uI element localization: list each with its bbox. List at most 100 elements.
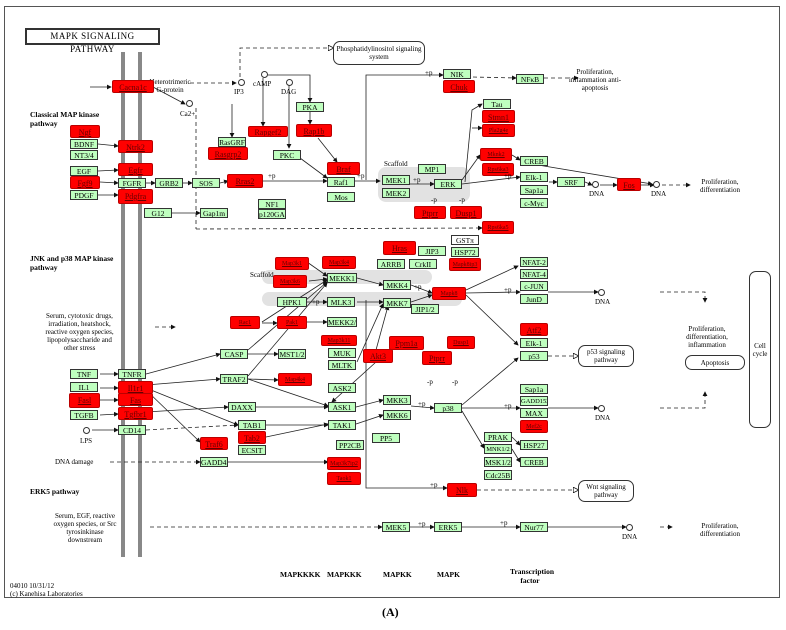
node-traf2[interactable]: TRAF2 [220, 374, 248, 384]
node-g12[interactable]: G12 [144, 208, 172, 218]
node-ask2[interactable]: ASK2 [328, 383, 356, 393]
node-egfr[interactable]: Egfr [118, 163, 153, 176]
node-erk[interactable]: ERK [434, 179, 462, 189]
node-fgfr[interactable]: FGFR [118, 178, 146, 188]
apoptosis-pathway-link[interactable]: Apoptosis [685, 355, 745, 370]
node-chuk[interactable]: Chuk [443, 80, 475, 93]
node-gadd153[interactable]: GADD153 [520, 396, 548, 406]
node-cacna1c[interactable]: Cacna1c [112, 80, 154, 93]
node-jip12[interactable]: JIP1/2 [411, 304, 439, 314]
node-dusp1-p38[interactable]: Dusp1 [447, 336, 475, 349]
node-pp5[interactable]: PP5 [372, 433, 400, 443]
node-ppm1a[interactable]: Ppm1a [389, 336, 424, 350]
node-mnk12[interactable]: MNK1/2 [484, 444, 512, 454]
node-p53[interactable]: p53 [520, 351, 548, 361]
node-elk1-jnk[interactable]: Elk-1 [520, 338, 548, 348]
node-mapk8[interactable]: Mapk8 [432, 287, 466, 300]
node-gadd45[interactable]: GADD45 [200, 457, 228, 467]
node-elk1[interactable]: Elk-1 [520, 172, 548, 182]
node-cdc25b[interactable]: Cdc25B [484, 470, 512, 480]
node-hpk1[interactable]: HPK1 [277, 297, 307, 307]
node-nik[interactable]: NIK [443, 69, 471, 79]
node-casp[interactable]: CASP [220, 349, 248, 359]
node-mekk23[interactable]: MEKK2/3 [327, 317, 357, 327]
node-raf1[interactable]: Raf1 [327, 177, 355, 187]
node-braf[interactable]: Braf [327, 162, 360, 175]
node-jip3[interactable]: JIP3 [418, 246, 446, 256]
phosphatidylinositol-pathway-link[interactable]: Phosphatidylinositol signaling system [333, 41, 425, 65]
node-mek1[interactable]: MEK1 [382, 175, 410, 185]
node-rasgrp2[interactable]: Rasgrp2 [208, 147, 248, 160]
node-creb[interactable]: CREB [520, 156, 548, 166]
node-nt34[interactable]: NT3/4 [70, 150, 98, 160]
node-mkk4[interactable]: MKK4 [383, 280, 411, 290]
wnt-pathway-link[interactable]: Wnt signaling pathway [578, 480, 634, 502]
node-dusp1[interactable]: Dusp1 [450, 206, 482, 219]
node-ask1[interactable]: ASK1 [328, 402, 356, 412]
node-map3k7ip2[interactable]: Map3k7ip2 [327, 457, 361, 470]
node-traf6[interactable]: Traf6 [200, 437, 228, 450]
node-grb2[interactable]: GRB2 [155, 178, 183, 188]
cell-cycle-pathway-link[interactable]: Cell cycle [749, 271, 771, 428]
node-nlk[interactable]: Nlk [447, 483, 477, 497]
node-tnf[interactable]: TNF [70, 369, 98, 379]
node-crkii[interactable]: CrkII [409, 259, 437, 269]
node-creb-p38[interactable]: CREB [520, 457, 548, 467]
node-cjun[interactable]: c-JUN [520, 281, 548, 291]
node-rapgef2[interactable]: Rapgef2 [248, 126, 288, 137]
p53-pathway-link[interactable]: p53 signaling pathway [578, 345, 634, 367]
node-p120gap[interactable]: p120GAP [258, 209, 286, 219]
node-mltk[interactable]: MLTK [328, 360, 356, 370]
node-tgfbr1[interactable]: Tgfbr1 [118, 407, 153, 420]
node-akt3[interactable]: Akt3 [363, 349, 393, 363]
node-ntrk2[interactable]: Ntrk2 [118, 140, 153, 153]
node-fasl[interactable]: Fasl [69, 393, 100, 408]
node-sap1a-p38[interactable]: Sap1a [520, 384, 548, 394]
node-taok1[interactable]: Taok1 [327, 472, 361, 485]
node-ptprr-p38[interactable]: Ptprr [422, 351, 452, 365]
node-p38[interactable]: p38 [434, 403, 462, 413]
node-nur77[interactable]: Nur77 [520, 522, 548, 532]
node-mkk7[interactable]: MKK7 [383, 298, 411, 308]
node-mapk8ip3[interactable]: Mapk8ip3 [449, 258, 481, 271]
node-rap1b[interactable]: Rap1b [296, 124, 332, 137]
node-atf2[interactable]: Atf2 [520, 323, 548, 336]
node-pkc[interactable]: PKC [273, 150, 301, 160]
node-pdgf[interactable]: PDGF [70, 190, 98, 200]
node-rps6ka5[interactable]: Rps6ka5 [482, 221, 514, 234]
node-muk[interactable]: MUK [328, 348, 356, 358]
node-hras[interactable]: Hras [383, 241, 416, 255]
node-map3k4[interactable]: Map3k4 [322, 256, 356, 269]
node-pp2cb[interactable]: PP2CB [336, 440, 364, 450]
node-hsp27[interactable]: HSP27 [520, 440, 548, 450]
node-sos[interactable]: SOS [192, 178, 220, 188]
node-mek5[interactable]: MEK5 [382, 522, 410, 532]
node-tnfr[interactable]: TNFR [118, 369, 146, 379]
node-mknk2[interactable]: Mknk2 [480, 148, 512, 161]
node-tab1[interactable]: TAB1 [238, 420, 266, 430]
node-tak1[interactable]: TAK1 [328, 420, 356, 430]
node-fos[interactable]: Fos [617, 178, 641, 191]
node-mst12[interactable]: MST1/2 [278, 349, 306, 359]
node-map4k4[interactable]: Map4k4 [278, 373, 312, 386]
node-pdgfra[interactable]: Pdgfra [118, 189, 153, 204]
node-bdnf[interactable]: BDNF [70, 139, 98, 149]
node-il1[interactable]: IL1 [70, 382, 98, 392]
node-erk5[interactable]: ERK5 [434, 522, 462, 532]
node-ecsit[interactable]: ECSIT [238, 445, 266, 455]
node-mekk1[interactable]: MEKK1 [327, 273, 357, 283]
node-max[interactable]: MAX [520, 408, 548, 418]
node-daxx[interactable]: DAXX [228, 402, 256, 412]
node-cmyc[interactable]: c-Myc [520, 198, 548, 208]
node-map3k6[interactable]: Map3k6 [273, 275, 307, 288]
node-nfat2[interactable]: NFAT-2 [520, 257, 548, 267]
node-map3k1[interactable]: Map3k1 [275, 257, 309, 270]
node-egf[interactable]: EGF [70, 166, 98, 176]
node-rasgrf[interactable]: RasGRF [218, 137, 246, 147]
node-fas[interactable]: Fas [118, 393, 153, 406]
node-srf[interactable]: SRF [557, 177, 585, 187]
node-hsp72[interactable]: HSP72 [451, 247, 479, 257]
node-cd14[interactable]: CD14 [118, 425, 146, 435]
node-pka[interactable]: PKA [296, 102, 324, 112]
node-map3k11[interactable]: Map3k11 [321, 335, 357, 346]
